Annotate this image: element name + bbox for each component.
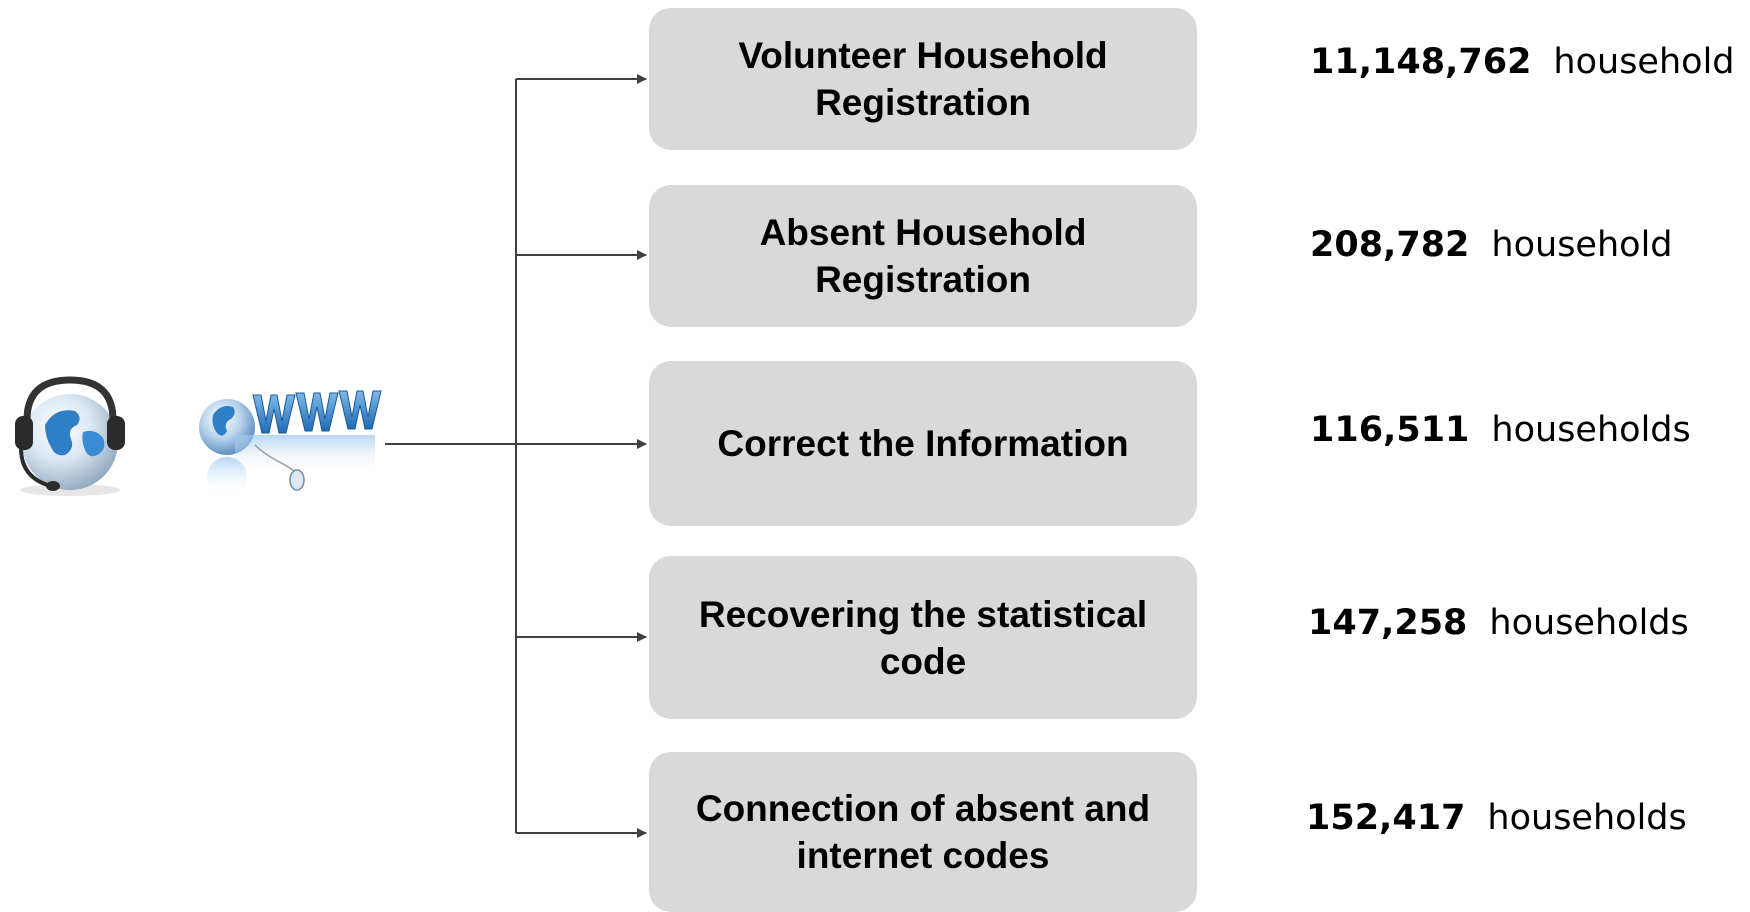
service-label: Connection of absent and internet codes [695, 788, 1151, 876]
service-box-recover-statistical-code: Recovering the statistical code [649, 556, 1197, 719]
service-box-volunteer-registration: Volunteer Household Registration [649, 8, 1197, 150]
count-value: 11,148,762 [1310, 42, 1532, 82]
service-box-connection-codes: Connection of absent and internet codes [649, 752, 1197, 912]
headset-globe-icon [5, 370, 135, 505]
service-box-absent-registration: Absent Household Registration [649, 185, 1197, 327]
household-count-1: 11,148,762 household [1310, 42, 1735, 82]
count-unit: households [1491, 410, 1691, 450]
count-value: 116,511 [1310, 410, 1470, 450]
www-globe-icon [195, 385, 385, 520]
count-value: 152,417 [1306, 798, 1466, 838]
service-label: Volunteer Household Registration [738, 35, 1108, 123]
count-unit: households [1489, 603, 1689, 643]
count-unit: household [1553, 42, 1735, 82]
household-count-3: 116,511 households [1310, 410, 1691, 450]
household-count-5: 152,417 households [1306, 798, 1687, 838]
household-count-2: 208,782 household [1310, 225, 1673, 265]
service-label: Recovering the statistical code [698, 593, 1148, 682]
count-value: 208,782 [1310, 225, 1470, 265]
household-count-4: 147,258 households [1308, 603, 1689, 643]
service-label: Correct the Information [717, 423, 1129, 464]
service-box-correct-information: Correct the Information [649, 361, 1197, 526]
service-label: Absent Household Registration [759, 212, 1087, 300]
count-unit: household [1491, 225, 1673, 265]
count-value: 147,258 [1308, 603, 1468, 643]
count-unit: households [1487, 798, 1687, 838]
